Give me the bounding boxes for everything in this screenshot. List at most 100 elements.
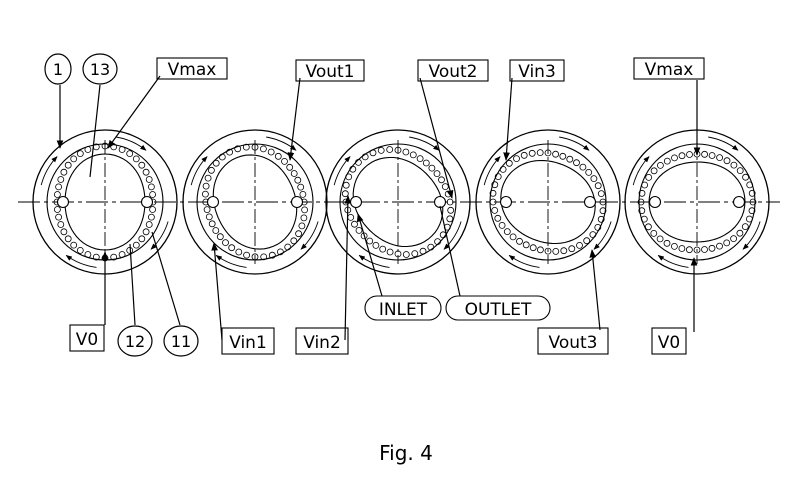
roller bbox=[284, 243, 292, 251]
roller bbox=[579, 163, 587, 171]
roller bbox=[657, 161, 664, 169]
label-vin3: Vin3 bbox=[518, 62, 556, 82]
label-v0-right: V0 bbox=[658, 333, 680, 353]
roller bbox=[536, 149, 544, 157]
rotation-arrow bbox=[559, 136, 590, 151]
roller bbox=[259, 145, 267, 153]
roller bbox=[70, 155, 78, 163]
roller bbox=[55, 213, 62, 221]
label-vout2: Vout2 bbox=[429, 62, 478, 82]
roller bbox=[746, 181, 754, 189]
roller bbox=[746, 215, 753, 223]
rotation-arrow bbox=[40, 156, 58, 186]
roller bbox=[386, 146, 394, 153]
rotation-arrow bbox=[593, 221, 612, 250]
outer-housing-ring bbox=[475, 129, 621, 275]
label-inlet: INLET bbox=[379, 300, 428, 320]
roller bbox=[671, 154, 678, 162]
roller bbox=[637, 198, 645, 206]
roller bbox=[342, 181, 350, 189]
roller bbox=[149, 206, 157, 213]
rotation-arrow bbox=[333, 156, 351, 186]
roller bbox=[379, 245, 387, 253]
roller bbox=[299, 190, 307, 198]
leader-numeral-12 bbox=[129, 243, 136, 326]
roller bbox=[60, 228, 68, 236]
inlet-port-hole bbox=[499, 195, 513, 209]
roller bbox=[355, 226, 363, 234]
roller bbox=[656, 235, 664, 243]
rotation-arrow bbox=[300, 221, 319, 250]
roller bbox=[749, 198, 757, 206]
roller bbox=[234, 145, 242, 153]
numeral-1: 1 bbox=[53, 60, 63, 79]
roller bbox=[686, 151, 693, 158]
roller bbox=[92, 253, 100, 261]
roller bbox=[274, 152, 282, 160]
rotation-arrow bbox=[215, 255, 247, 268]
roller bbox=[386, 248, 394, 256]
roller bbox=[736, 229, 744, 237]
label-vout1: Vout1 bbox=[306, 62, 355, 82]
roller bbox=[513, 155, 520, 163]
roller bbox=[552, 247, 560, 255]
stage-4 bbox=[475, 129, 621, 275]
roller bbox=[64, 161, 72, 169]
roller bbox=[503, 228, 511, 236]
label-vin1: Vin1 bbox=[229, 333, 267, 353]
roller bbox=[218, 153, 226, 161]
inlet-port-hole bbox=[206, 195, 220, 209]
roller bbox=[716, 154, 723, 162]
reference-numerals: 1 13 12 11 bbox=[44, 53, 199, 357]
roller bbox=[118, 251, 126, 258]
numeral-12: 12 bbox=[125, 332, 145, 351]
leader-vin3 bbox=[503, 77, 513, 161]
roller bbox=[235, 248, 243, 256]
roller bbox=[228, 244, 236, 252]
roller bbox=[566, 155, 574, 163]
roller bbox=[216, 233, 224, 241]
roller-set bbox=[53, 142, 157, 262]
roller bbox=[522, 241, 530, 249]
roller bbox=[716, 242, 723, 250]
roller bbox=[70, 241, 78, 249]
inlet-port-hole bbox=[349, 195, 363, 209]
roller bbox=[640, 215, 648, 223]
roller bbox=[138, 235, 146, 243]
roller bbox=[147, 213, 155, 221]
roller bbox=[361, 153, 369, 161]
numeral-11: 11 bbox=[171, 332, 191, 351]
roller bbox=[260, 253, 268, 261]
roller bbox=[366, 237, 374, 245]
rotation-arrow bbox=[742, 221, 761, 250]
leader-vin1 bbox=[211, 242, 223, 341]
roller bbox=[84, 251, 92, 258]
roller bbox=[110, 253, 118, 261]
roller bbox=[300, 214, 308, 222]
roller bbox=[377, 146, 385, 154]
roller bbox=[145, 176, 153, 183]
roller bbox=[748, 189, 756, 197]
leader-vmax-1 bbox=[107, 75, 161, 149]
roller-set bbox=[201, 143, 309, 261]
roller bbox=[212, 159, 220, 167]
roller bbox=[243, 251, 251, 259]
leader-vin2 bbox=[344, 195, 352, 341]
roller bbox=[494, 173, 502, 181]
roller bbox=[142, 228, 150, 236]
roller bbox=[708, 244, 716, 252]
roller bbox=[537, 246, 544, 254]
roller bbox=[742, 173, 749, 181]
roller bbox=[347, 213, 355, 221]
rotation-arrow bbox=[266, 136, 297, 151]
roller bbox=[701, 150, 708, 158]
rotation-arrow bbox=[708, 136, 739, 151]
roller bbox=[693, 246, 701, 254]
roller bbox=[402, 251, 410, 258]
leader-numeral-11 bbox=[151, 231, 181, 326]
roller bbox=[708, 152, 716, 159]
roller bbox=[568, 245, 576, 253]
roller bbox=[723, 239, 731, 247]
roller bbox=[645, 223, 652, 231]
rotation-arrow bbox=[65, 255, 97, 268]
